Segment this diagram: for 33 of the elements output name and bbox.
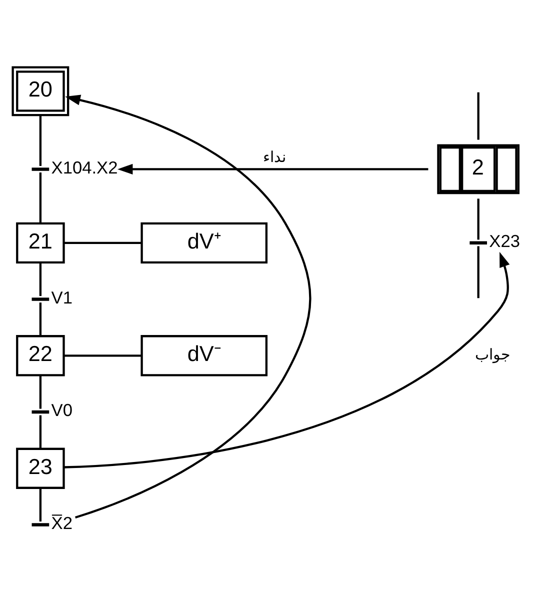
node-box: dV⁻ [140, 335, 268, 376]
edge-label: جواب [474, 346, 510, 364]
arrow [65, 94, 312, 519]
node-box [32, 410, 50, 414]
connector [64, 242, 142, 244]
node-box: 21 [16, 222, 65, 264]
node-box: dV⁺ [140, 222, 268, 264]
connector [477, 92, 480, 140]
node-box: 20 [12, 66, 70, 116]
connector [477, 246, 480, 298]
connector [39, 262, 42, 296]
arrow [64, 252, 510, 468]
node-box [32, 523, 50, 526]
connector [39, 115, 42, 166]
connector [39, 376, 42, 409]
node-box [470, 241, 487, 245]
node-box: 23 [16, 448, 65, 489]
connector [39, 172, 42, 224]
connector [39, 302, 42, 336]
connector [39, 415, 42, 448]
node-label: X23 [489, 231, 520, 252]
node-label: V0 [51, 400, 72, 420]
connector [39, 488, 42, 522]
arrow [118, 164, 428, 175]
node-label: X104.X2 [51, 157, 118, 178]
node-box [32, 168, 50, 171]
node-label: V1 [51, 287, 72, 308]
node-box [32, 298, 50, 301]
edge-label: نداء [263, 148, 286, 166]
node-box: 22 [16, 335, 65, 376]
connector [64, 354, 142, 357]
node-label: X̅2 [51, 512, 72, 533]
connector [477, 198, 480, 240]
